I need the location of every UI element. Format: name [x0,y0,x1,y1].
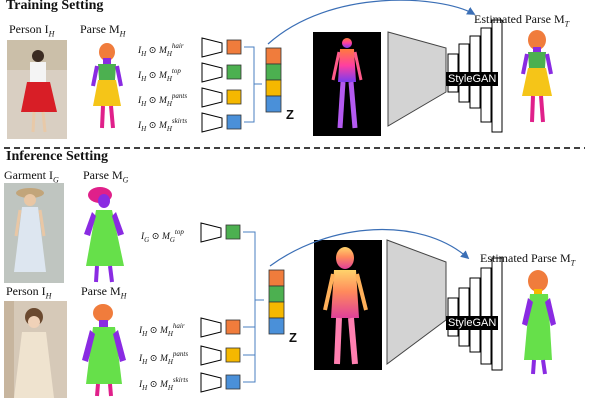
training-input-skirts-sup: skirts [171,117,188,125]
training-encoders [201,37,223,133]
training-person-label: Person IH [9,22,54,38]
training-estimated-label: Estimated Parse MT [474,12,569,28]
inference-bracket [243,231,264,383]
inference-input-hair: IH ⊙ MHhair [139,322,185,338]
inference-input-pants: IH ⊙ MHpants [139,350,189,366]
training-estimated-label-sub: T [564,19,570,29]
inference-garment-label: Garment IG [4,168,59,184]
inference-stylegan-encoder [386,239,447,365]
inference-feature-squares [225,224,241,390]
training-z-stack [265,47,282,113]
training-section-title: Training Setting [6,0,104,13]
inference-stylegan-decoder [447,257,503,371]
training-person-photo [7,40,67,139]
inference-input-pants-sup: pants [172,350,189,358]
inference-estimated-label-text: Estimated Parse M [480,251,571,265]
training-parse-mh [91,43,123,129]
training-input-hair: IH ⊙ MHhair [138,42,184,58]
training-estimated-parse [521,30,553,123]
training-input-pants: IH ⊙ MHpants [138,92,188,108]
training-input-pants-sup: pants [171,92,188,100]
training-input-top: IH ⊙ MHtop [138,67,181,83]
inference-estimated-parse [522,270,556,375]
training-stylegan-encoder [387,31,447,127]
inference-person-label: Person IH [6,284,51,300]
inference-input-hair-sup: hair [172,322,185,330]
training-input-hair-sup: hair [171,42,184,50]
training-person-label-text: Person I [9,22,49,36]
inference-estimated-label-sub: T [570,258,576,268]
inference-person-photo [4,301,67,398]
inference-parse-h-label-sub: H [120,291,127,301]
inference-encoders [200,222,222,393]
training-input-skirts: IH ⊙ MHskirts [138,117,188,133]
inference-z-stack [268,269,285,335]
inference-section-title: Inference Setting [6,149,108,164]
training-feature-squares [226,39,242,130]
inference-curve-arrow [269,229,470,267]
training-densepose-image [313,32,381,136]
inference-parse-h-label-text: Parse M [81,284,121,298]
inference-input-garment-top-sup: top [174,228,184,236]
inference-estimated-label: Estimated Parse MT [480,251,575,267]
inference-parse-mg [84,187,124,283]
inference-person-label-sub: H [45,291,52,301]
training-parse-label-text: Parse M [80,22,120,36]
training-z-label: Z [286,107,294,122]
inference-stylegan-label: StyleGAN [446,316,499,330]
inference-parse-g-label-sub: G [122,175,129,185]
inference-z-label: Z [289,330,297,345]
inference-parse-g-label-text: Parse M [83,168,123,182]
training-person-label-sub: H [48,29,55,39]
inference-parse-g-label: Parse MG [83,168,128,184]
inference-input-garment-top: IG ⊙ MGtop [141,228,184,244]
training-bracket [244,46,262,123]
inference-parse-h-label: Parse MH [81,284,126,300]
inference-garment-photo [4,183,64,283]
inference-garment-label-text: Garment I [4,168,53,182]
training-parse-label-sub: H [119,29,126,39]
inference-garment-label-sub: G [52,175,59,185]
inference-person-label-text: Person I [6,284,46,298]
training-input-top-sup: top [171,67,181,75]
training-parse-label: Parse MH [80,22,125,38]
inference-input-skirts-sup: skirts [172,376,189,384]
inference-input-skirts: IH ⊙ MHskirts [139,376,189,392]
inference-densepose-image [314,240,382,370]
training-stylegan-label: StyleGAN [446,72,499,86]
training-curve-arrow [267,0,476,45]
training-estimated-label-text: Estimated Parse M [474,12,565,26]
inference-parse-mh [82,304,126,397]
